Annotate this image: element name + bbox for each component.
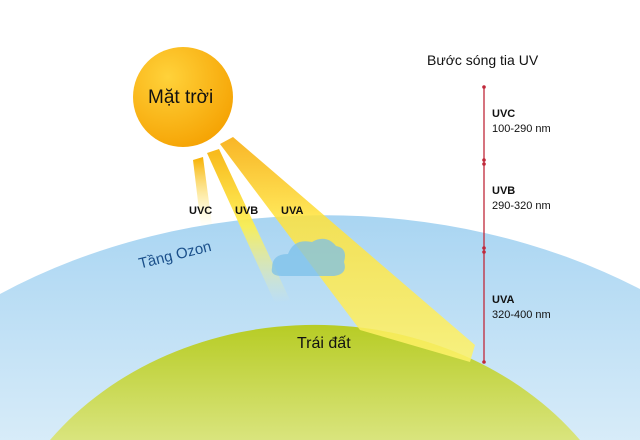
uvc-band-range: 100-290 nm	[492, 123, 551, 135]
uva-ray-label: UVA	[281, 205, 304, 217]
uvc-band-name: UVC	[492, 108, 516, 120]
uva-band-name: UVA	[492, 294, 515, 306]
earth-label: Trái đất	[297, 335, 351, 352]
sun	[133, 47, 233, 147]
cloud-icon	[271, 238, 345, 276]
uvb-ray-label: UVB	[235, 205, 259, 217]
scale-title: Bước sóng tia UV	[427, 52, 539, 68]
uvc-ray-label: UVC	[189, 205, 213, 217]
sun-label: Mặt trời	[148, 87, 214, 108]
uvc-ray	[193, 157, 212, 227]
uvb-ray	[207, 149, 290, 303]
uvb-band-range: 290-320 nm	[492, 200, 551, 212]
axis-ticks	[482, 85, 486, 364]
uvb-band-name: UVB	[492, 185, 516, 197]
uva-ray	[220, 137, 475, 362]
uva-band-range: 320-400 nm	[492, 309, 551, 321]
